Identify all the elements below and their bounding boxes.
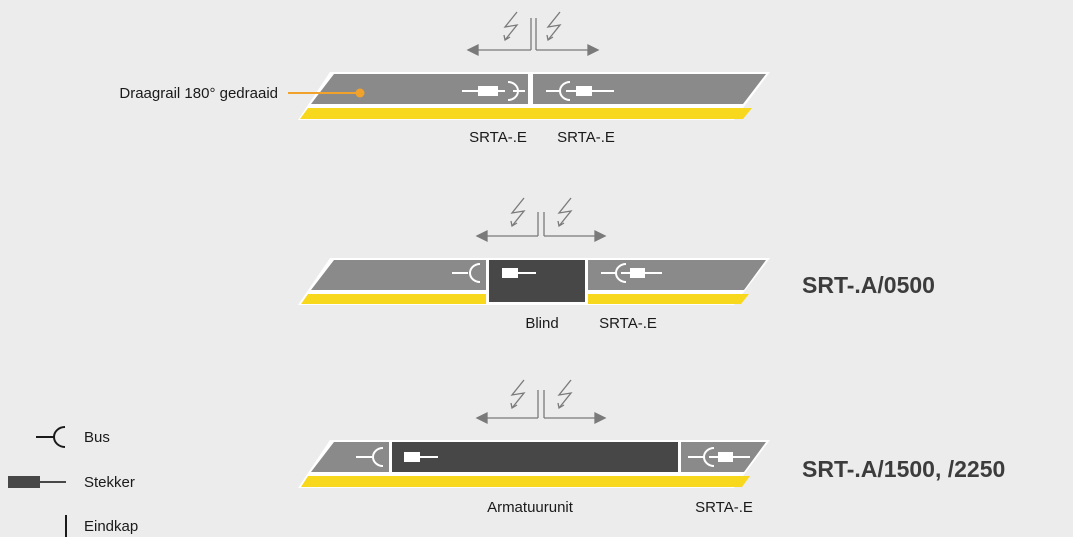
legend-label-stekker: Stekker: [84, 474, 135, 491]
row-1-right-label: SRTA-.E: [557, 129, 615, 146]
yellow-stripe: [300, 108, 752, 119]
plug-icon: [502, 268, 536, 278]
row-3: Armatuurunit SRTA-.E SRT-.A/1500, /2250: [298, 379, 1005, 516]
arrow-right-head: [594, 411, 607, 425]
lightning-arrows-2: [475, 197, 607, 243]
bus-socket-icon: [688, 447, 715, 467]
callout-dot: [355, 88, 365, 98]
callout: Draagrail 180° gedraaid: [119, 85, 365, 102]
rail-segment-left: [311, 260, 486, 290]
row-2-model-label: SRT-.A/0500: [802, 272, 935, 298]
arrow-right-head: [587, 43, 600, 57]
bus-socket-icon: [452, 263, 481, 283]
rail-segment-right: [588, 260, 766, 290]
lightning-icon: [546, 11, 562, 42]
legend-label-eindkap: Eindkap: [84, 518, 138, 535]
lightning-icon: [510, 379, 526, 410]
legend: Bus Stekker Eindkap: [8, 426, 138, 537]
row-1: SRTA-.E SRTA-.E: [298, 11, 770, 146]
yellow-stripe-right: [588, 294, 749, 304]
plug-icon: [8, 476, 66, 488]
arrow-right-head: [594, 229, 607, 243]
yellow-stripe-left: [301, 294, 486, 304]
row-2: Blind SRTA-.E SRT-.A/0500: [298, 197, 935, 332]
yellow-stripe: [301, 476, 750, 487]
row-1-left-label: SRTA-.E: [469, 129, 527, 146]
lightning-icon: [510, 197, 526, 228]
lightning-icon: [557, 197, 573, 228]
plug-icon: [404, 452, 438, 462]
lightning-arrows-3: [475, 379, 607, 425]
rail-segment-right: [533, 74, 766, 104]
arrow-left-head: [475, 229, 488, 243]
row-3-right-label: SRTA-.E: [695, 499, 753, 516]
fixture-unit: [392, 442, 678, 472]
rail-segment-left: [311, 442, 389, 472]
callout-label: Draagrail 180° gedraaid: [119, 85, 278, 102]
arrow-left-head: [475, 411, 488, 425]
lightning-icon: [557, 379, 573, 410]
rail-segment-left: [311, 74, 528, 104]
plug-icon: [566, 86, 614, 96]
blind-unit: [489, 260, 585, 302]
lightning-arrows-1: [466, 11, 600, 57]
arrow-left-head: [466, 43, 479, 57]
row-2-left-label: Blind: [525, 315, 558, 332]
plug-icon: [621, 268, 662, 278]
bus-socket-icon: [546, 81, 571, 101]
bus-socket-icon: [356, 447, 384, 467]
plug-icon: [709, 452, 750, 462]
bus-socket-icon: [601, 263, 627, 283]
plug-icon: [462, 86, 505, 96]
legend-label-bus: Bus: [84, 429, 110, 446]
bus-socket-icon: [36, 426, 66, 448]
row-3-model-label: SRT-.A/1500, /2250: [802, 456, 1005, 482]
row-3-left-label: Armatuurunit: [487, 499, 574, 516]
row-2-right-label: SRTA-.E: [599, 315, 657, 332]
lightning-icon: [503, 11, 519, 42]
